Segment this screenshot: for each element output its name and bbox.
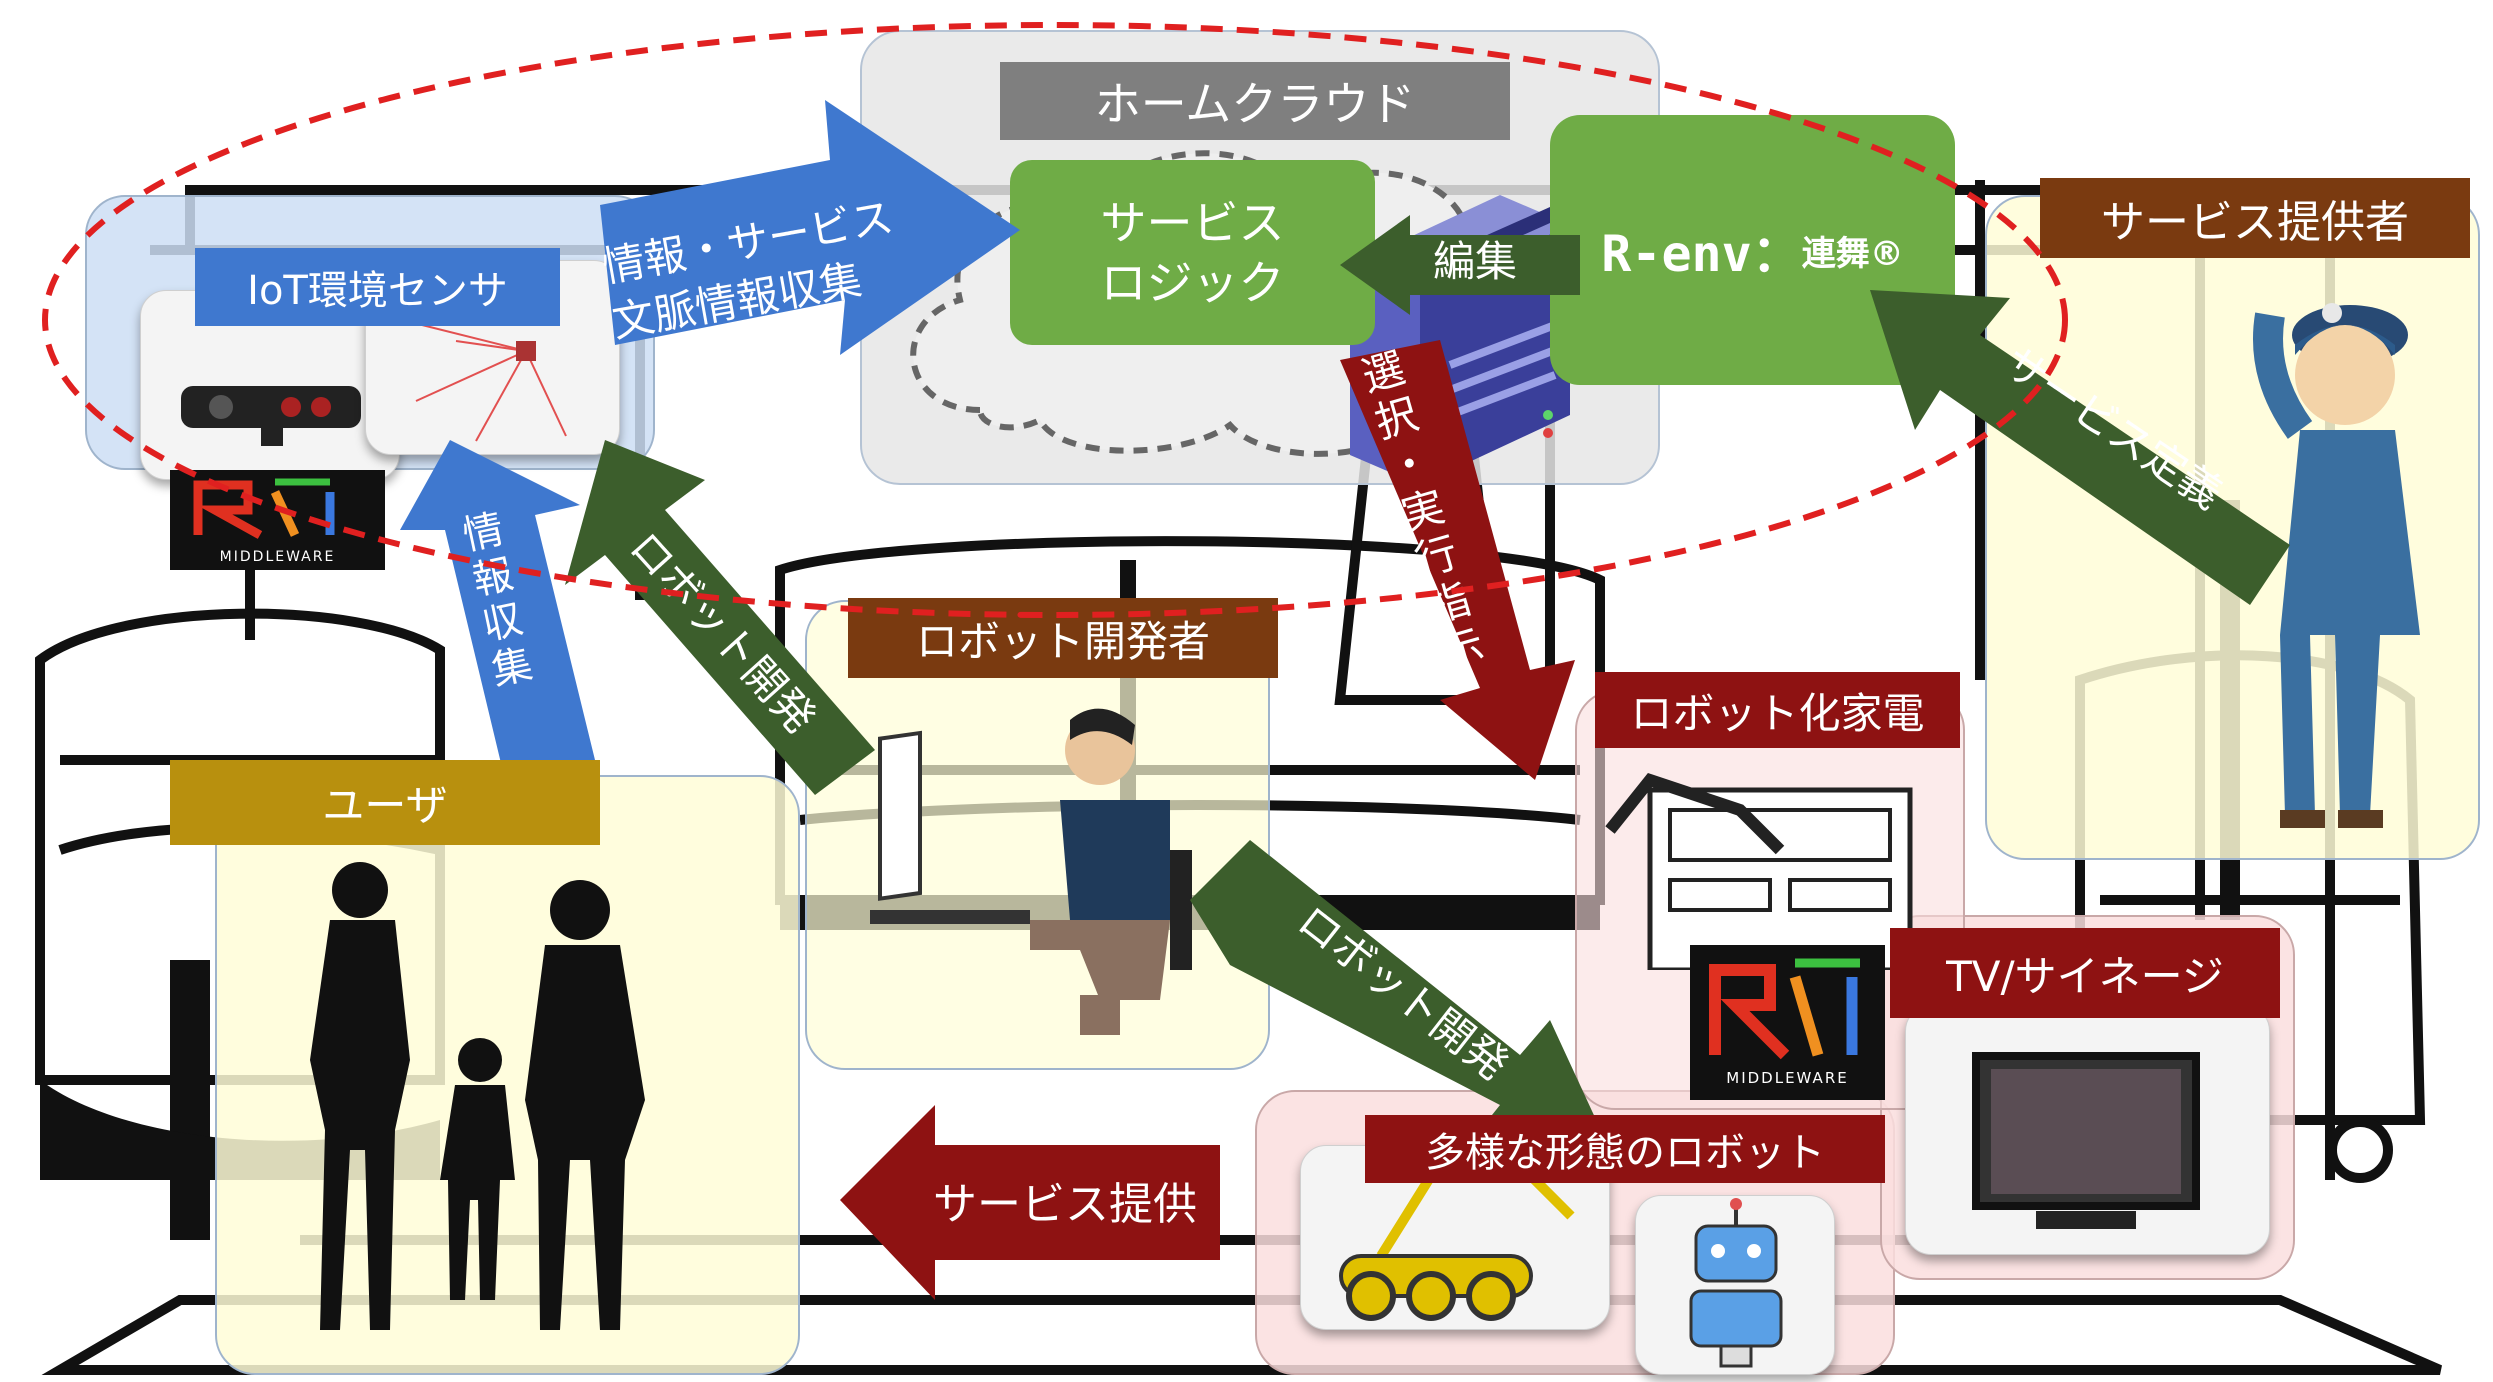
laser-sensor-icon xyxy=(405,320,567,442)
blue-robot-card xyxy=(1635,1195,1835,1375)
service-provider-figure xyxy=(2253,303,2420,828)
user-label: ユーザ xyxy=(170,760,600,845)
info-service-arrow xyxy=(600,100,1020,355)
service-definition-arrow xyxy=(1870,290,2290,605)
service-logic-line1: サービス xyxy=(1100,195,1285,250)
tv-card xyxy=(1905,1005,2270,1255)
home-cloud-label: ホームクラウド xyxy=(1000,62,1510,140)
service-logic-box: サービス ロジック xyxy=(1010,160,1375,345)
service-provider-label: サービス提供者 xyxy=(2040,178,2470,258)
robot-appliance-icon xyxy=(1605,772,1913,970)
various-robots-label: 多様な形態のロボット xyxy=(1365,1115,1885,1183)
tv-icon xyxy=(1972,1052,2200,1229)
edit-arrow xyxy=(1340,215,1580,315)
select-exec-arrow xyxy=(1340,340,1575,780)
robot-developer-figure xyxy=(870,708,1192,1035)
service-provision-arrow xyxy=(840,1105,1220,1300)
rt-middleware-text-1: MIDDLEWARE xyxy=(219,549,336,565)
rt-logo-mark-2 xyxy=(1709,958,1860,1060)
rt-middleware-text-2: MIDDLEWARE xyxy=(1726,1069,1849,1087)
family-silhouette xyxy=(310,862,645,1330)
service-provision-label: サービス提供 xyxy=(933,1179,1197,1230)
rt-middleware-logo-2: MIDDLEWARE xyxy=(1690,945,1885,1100)
blue-robot-icon xyxy=(1689,1198,1783,1368)
edit-label: 編集 xyxy=(1432,236,1517,286)
service-logic-line2: ロジック xyxy=(1100,255,1285,310)
iot-sensor-label: IoT環境センサ xyxy=(195,248,560,326)
user-panel xyxy=(215,775,800,1375)
rt-middleware-logo-1: MIDDLEWARE xyxy=(170,470,385,570)
robot-appliance-label: ロボット化家電 xyxy=(1595,672,1960,748)
tv-signage-label: TV/サイネージ xyxy=(1890,928,2280,1018)
renv-subtitle: 連舞® xyxy=(1801,233,1904,274)
kinect-sensor-card xyxy=(140,290,400,480)
robot-dev-arrow-1 xyxy=(565,440,875,795)
robot-dev-arrow-2 xyxy=(1190,840,1610,1150)
renv-title: R-env： xyxy=(1601,225,1802,283)
kinect-sensor-icon xyxy=(181,386,361,446)
info-collect-arrow xyxy=(400,440,595,780)
